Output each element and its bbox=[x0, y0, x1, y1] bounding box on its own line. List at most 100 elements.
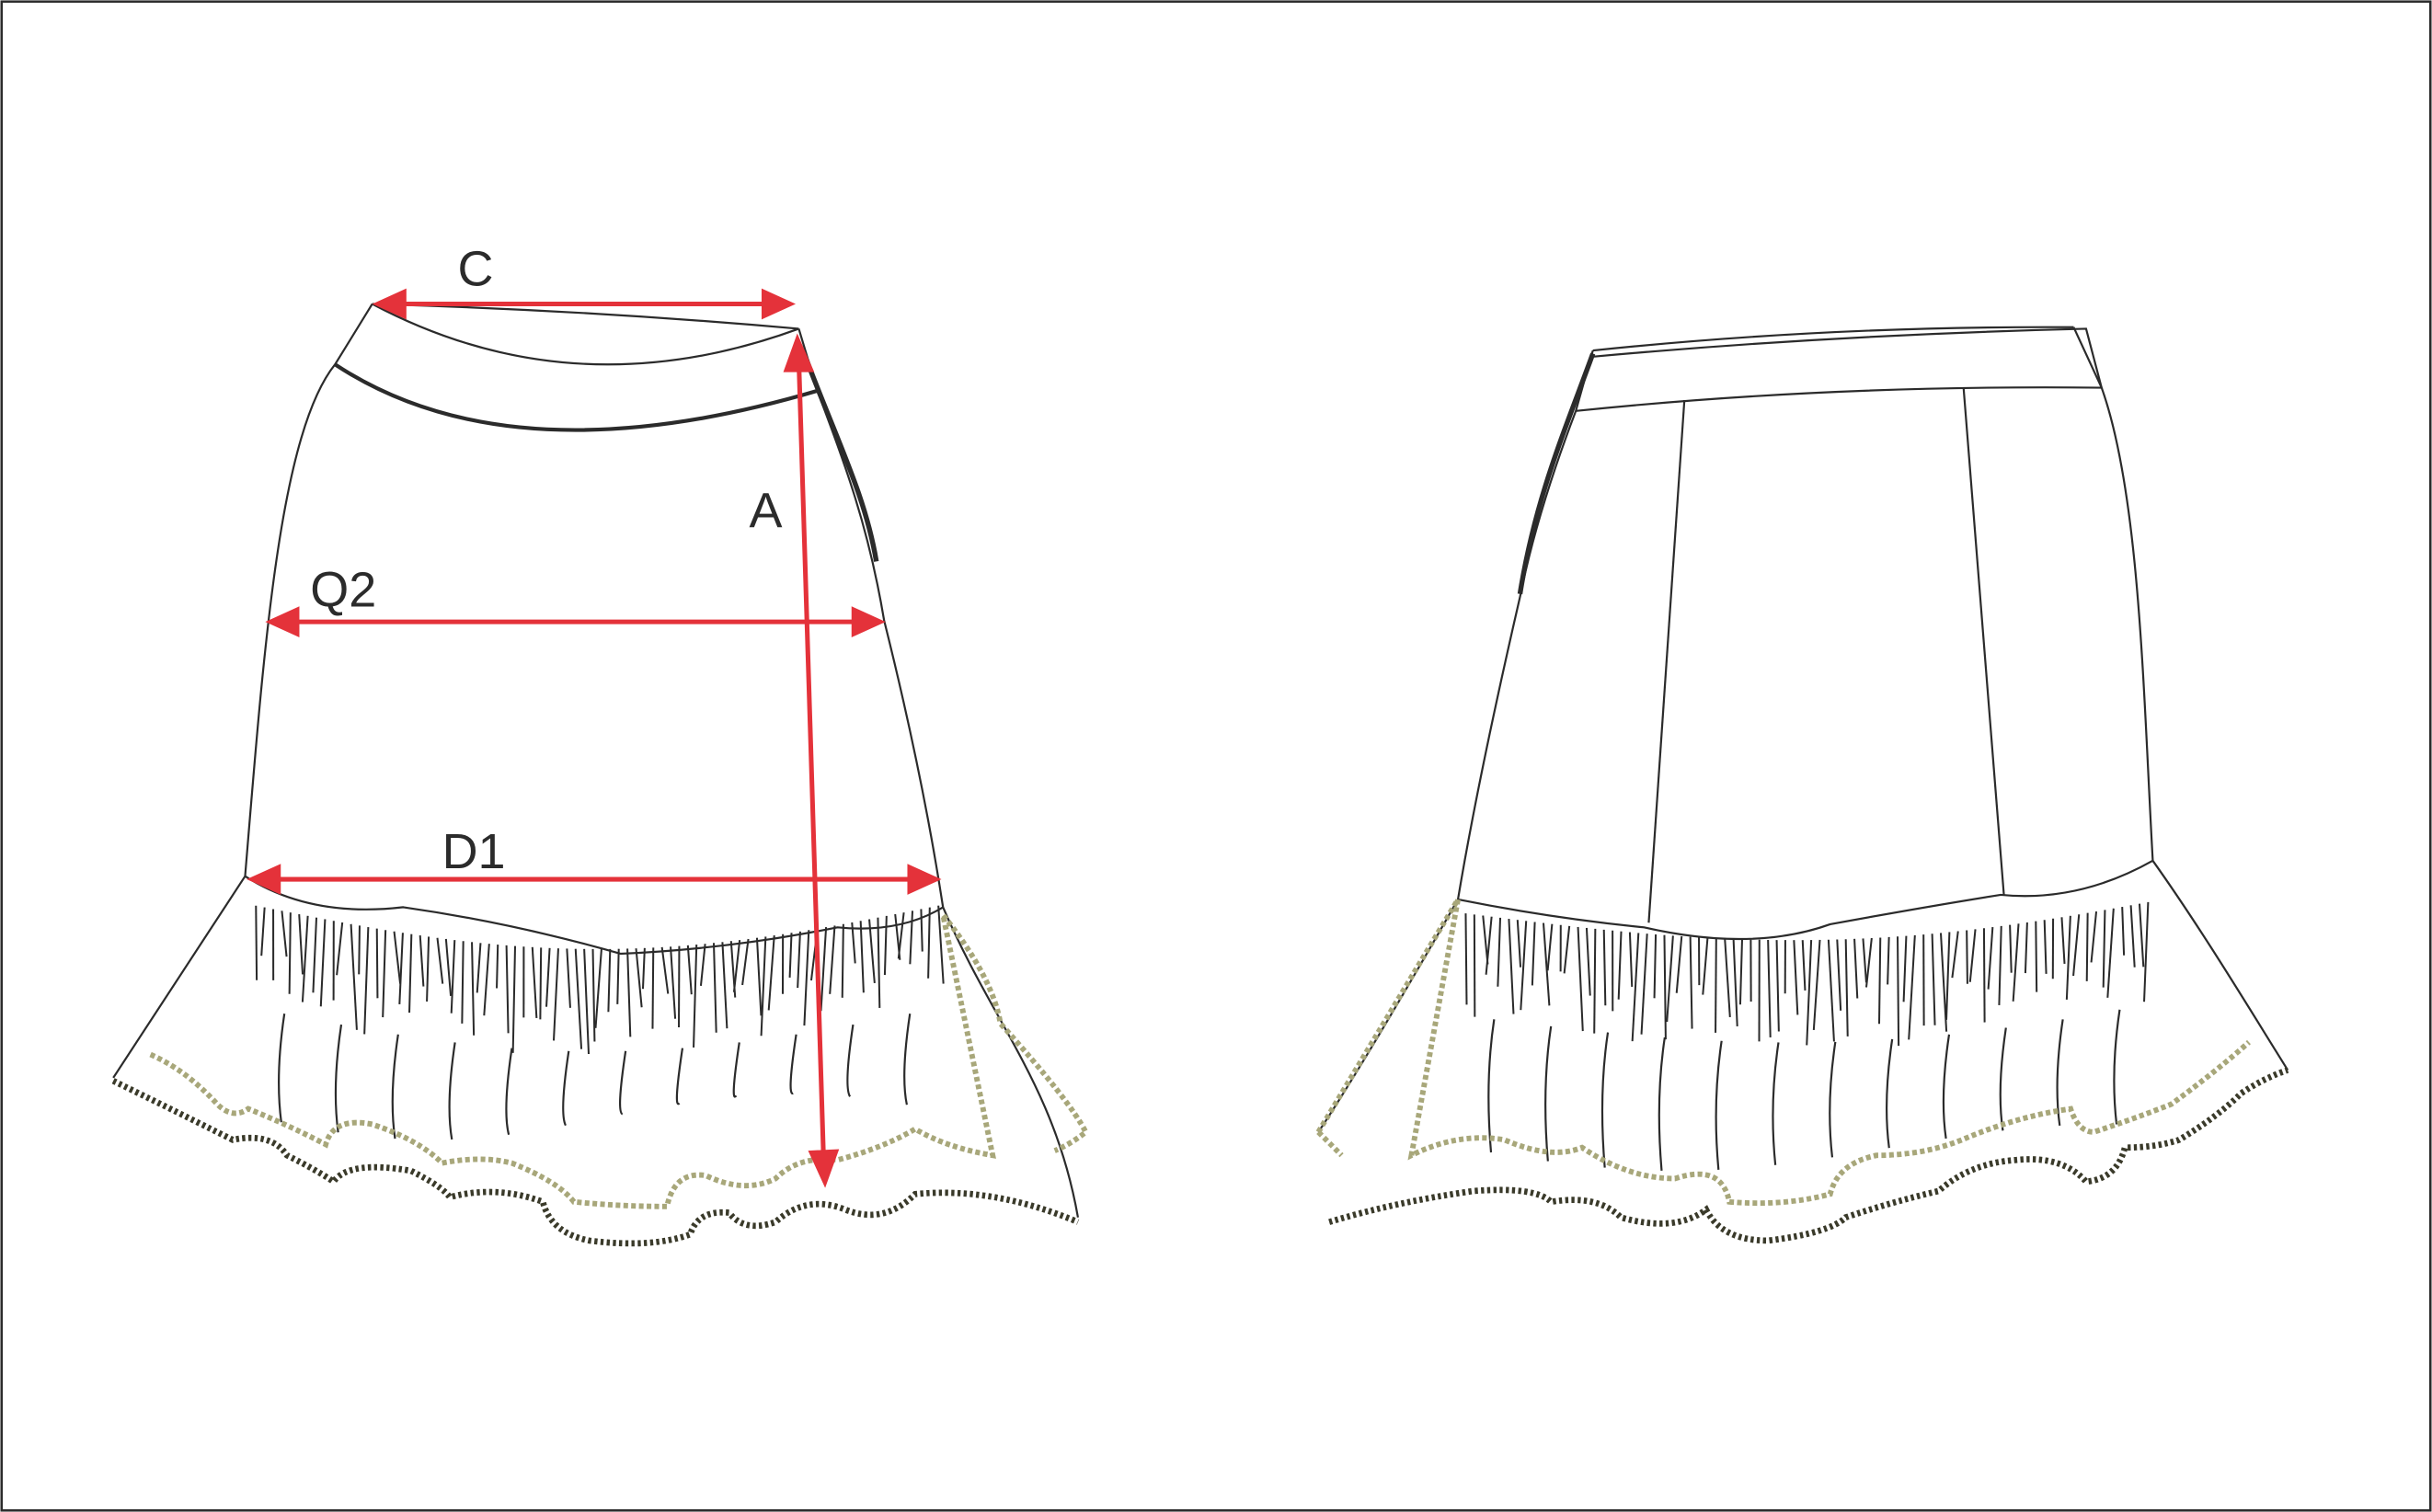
fold-line bbox=[2113, 1009, 2121, 1125]
gather-line bbox=[1982, 928, 1986, 1023]
gather-line bbox=[1939, 933, 1948, 1032]
fold-line bbox=[903, 1014, 912, 1105]
fold-line bbox=[1487, 1019, 1496, 1153]
gather-line bbox=[1464, 913, 1468, 1005]
fold-line bbox=[1886, 1038, 1894, 1149]
ruffle-right-edge bbox=[942, 906, 1080, 1218]
gather-line bbox=[820, 926, 828, 1012]
gather-line bbox=[1806, 940, 1813, 1046]
gather-line bbox=[476, 943, 482, 993]
gather-line bbox=[1702, 937, 1709, 995]
gather-line bbox=[651, 947, 655, 1029]
gather-line bbox=[336, 922, 344, 976]
gather-line bbox=[483, 944, 490, 1016]
gather-line bbox=[496, 945, 499, 989]
gather-line bbox=[1812, 939, 1821, 1031]
fold-line bbox=[1715, 1040, 1723, 1170]
gather-line bbox=[2085, 912, 2089, 981]
gather-line bbox=[937, 905, 945, 984]
gather-line bbox=[635, 948, 643, 1008]
gather-line bbox=[829, 925, 836, 994]
label-c: C bbox=[457, 241, 493, 296]
gather-line bbox=[920, 909, 923, 952]
gather-line bbox=[797, 931, 801, 989]
gather-line bbox=[1631, 933, 1640, 1042]
fold-line bbox=[675, 1048, 684, 1105]
gather-line bbox=[1640, 934, 1648, 1035]
gather-line bbox=[1987, 927, 1994, 990]
gather-line bbox=[450, 940, 456, 1014]
gather-line bbox=[1732, 938, 1738, 1027]
gather-line bbox=[539, 947, 543, 1020]
fold-line bbox=[391, 1034, 399, 1140]
gather-line bbox=[511, 945, 517, 1053]
gather-line bbox=[1689, 936, 1693, 1029]
gather-line bbox=[767, 935, 775, 1011]
gather-line bbox=[1628, 932, 1634, 987]
ruffle-seam bbox=[244, 875, 944, 956]
gather-line bbox=[350, 923, 358, 1030]
gather-line bbox=[721, 942, 728, 1029]
gather-line bbox=[1653, 934, 1658, 999]
gather-line bbox=[2043, 920, 2048, 974]
back-view bbox=[1315, 326, 2289, 1244]
gather-line bbox=[1666, 935, 1674, 1023]
fold-line bbox=[789, 1034, 797, 1094]
gather-line bbox=[382, 930, 387, 1018]
back-gather-lines bbox=[1464, 901, 2150, 1171]
waistband-inner bbox=[372, 303, 799, 366]
measure-a: A bbox=[749, 333, 840, 1188]
gather-line bbox=[760, 936, 767, 1037]
gather-line bbox=[693, 945, 698, 1048]
gather-line bbox=[1887, 936, 1890, 985]
fold-line bbox=[448, 1042, 456, 1140]
gather-line bbox=[1864, 937, 1873, 988]
fold-line bbox=[278, 1014, 286, 1123]
fold-line bbox=[562, 1050, 570, 1127]
gather-line bbox=[408, 934, 413, 1014]
gather-line bbox=[1827, 939, 1835, 1042]
back-left-side bbox=[1456, 349, 1594, 900]
gather-line bbox=[712, 943, 717, 1033]
gather-line bbox=[2009, 924, 2013, 973]
gather-line bbox=[859, 921, 865, 993]
gather-line bbox=[626, 948, 632, 1037]
gather-line bbox=[393, 931, 402, 984]
gather-line bbox=[1602, 929, 1607, 1006]
gather-line bbox=[436, 937, 444, 984]
trim-upper bbox=[149, 912, 1090, 1209]
gather-line bbox=[505, 945, 510, 1034]
gather-line bbox=[426, 936, 430, 1002]
gather-line bbox=[574, 948, 583, 1049]
right-side-accent bbox=[804, 359, 879, 562]
fold-line bbox=[732, 1042, 740, 1098]
gather-line bbox=[660, 946, 670, 994]
gather-line bbox=[2024, 922, 2028, 974]
gather-line bbox=[1968, 929, 1977, 982]
gather-line bbox=[1945, 932, 1951, 1020]
fold-line bbox=[846, 1024, 855, 1097]
gather-line bbox=[566, 948, 571, 1008]
fold-line bbox=[505, 1048, 513, 1135]
gather-line bbox=[1485, 916, 1493, 975]
fold-line bbox=[2056, 1019, 2064, 1127]
gather-line bbox=[788, 933, 793, 978]
gather-line bbox=[1902, 935, 1908, 1002]
back-hem-lace bbox=[1328, 1067, 2289, 1244]
gather-line bbox=[281, 911, 288, 957]
label-a: A bbox=[749, 483, 782, 538]
gather-line bbox=[1542, 922, 1551, 1006]
ruffle-left-edge bbox=[112, 876, 247, 1079]
fold-line bbox=[619, 1050, 627, 1116]
gather-line bbox=[358, 925, 361, 975]
gather-line bbox=[2065, 915, 2071, 1000]
gather-line bbox=[1775, 940, 1780, 1032]
gather-line bbox=[670, 946, 677, 1019]
back-left-accent bbox=[1517, 352, 1596, 595]
gather-line bbox=[741, 938, 750, 986]
gather-line bbox=[2060, 917, 2066, 965]
gather-line bbox=[444, 938, 453, 996]
gather-line bbox=[2106, 908, 2115, 998]
gather-line bbox=[1497, 917, 1502, 987]
